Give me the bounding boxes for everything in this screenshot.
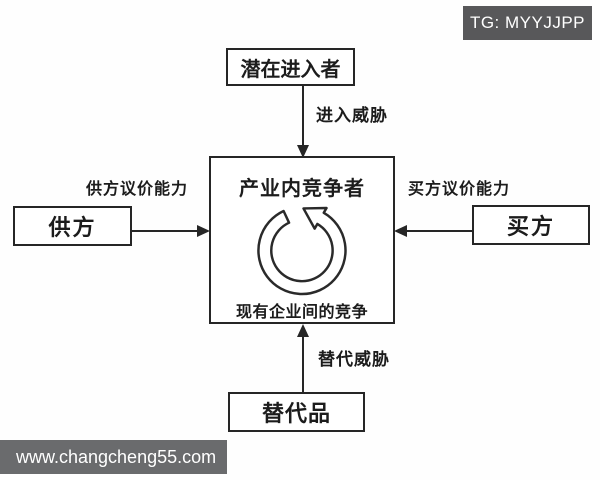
industry-competitors-title: 产业内竞争者 <box>239 178 365 200</box>
node-substitutes-label: 替代品 <box>261 401 331 426</box>
buyer-bargaining-label: 买方议价能力 <box>408 181 511 198</box>
existing-rivalry-caption: 现有企业间的竞争 <box>235 304 368 321</box>
node-suppliers-label: 供方 <box>48 215 97 240</box>
entry-threat-arrow <box>297 86 309 158</box>
watermark-url: www.changcheng55.com <box>16 446 217 467</box>
buyer-power-arrow <box>394 225 472 237</box>
entry-threat-label: 进入威胁 <box>316 106 388 125</box>
node-buyers-label: 买方 <box>506 214 555 239</box>
node-potential-entrants: 潜在进入者 <box>226 48 355 86</box>
telegram-badge: TG: MYYJJPP <box>463 6 592 40</box>
telegram-badge-text: TG: MYYJJPP <box>469 13 586 32</box>
node-industry-competitors: 产业内竞争者 现有企业间的竞争 <box>209 156 395 324</box>
substitution-threat-label: 替代威胁 <box>318 350 390 369</box>
node-potential-entrants-label: 潜在进入者 <box>240 58 341 81</box>
substitution-threat-arrow <box>297 324 309 392</box>
node-buyers: 买方 <box>472 205 590 245</box>
node-substitutes: 替代品 <box>228 392 365 432</box>
supplier-bargaining-label: 供方议价能力 <box>86 181 189 198</box>
circular-arrow-icon <box>257 206 347 296</box>
supplier-power-arrow <box>132 225 210 237</box>
watermark-bar: www.changcheng55.com <box>0 440 227 474</box>
node-suppliers: 供方 <box>13 206 132 246</box>
